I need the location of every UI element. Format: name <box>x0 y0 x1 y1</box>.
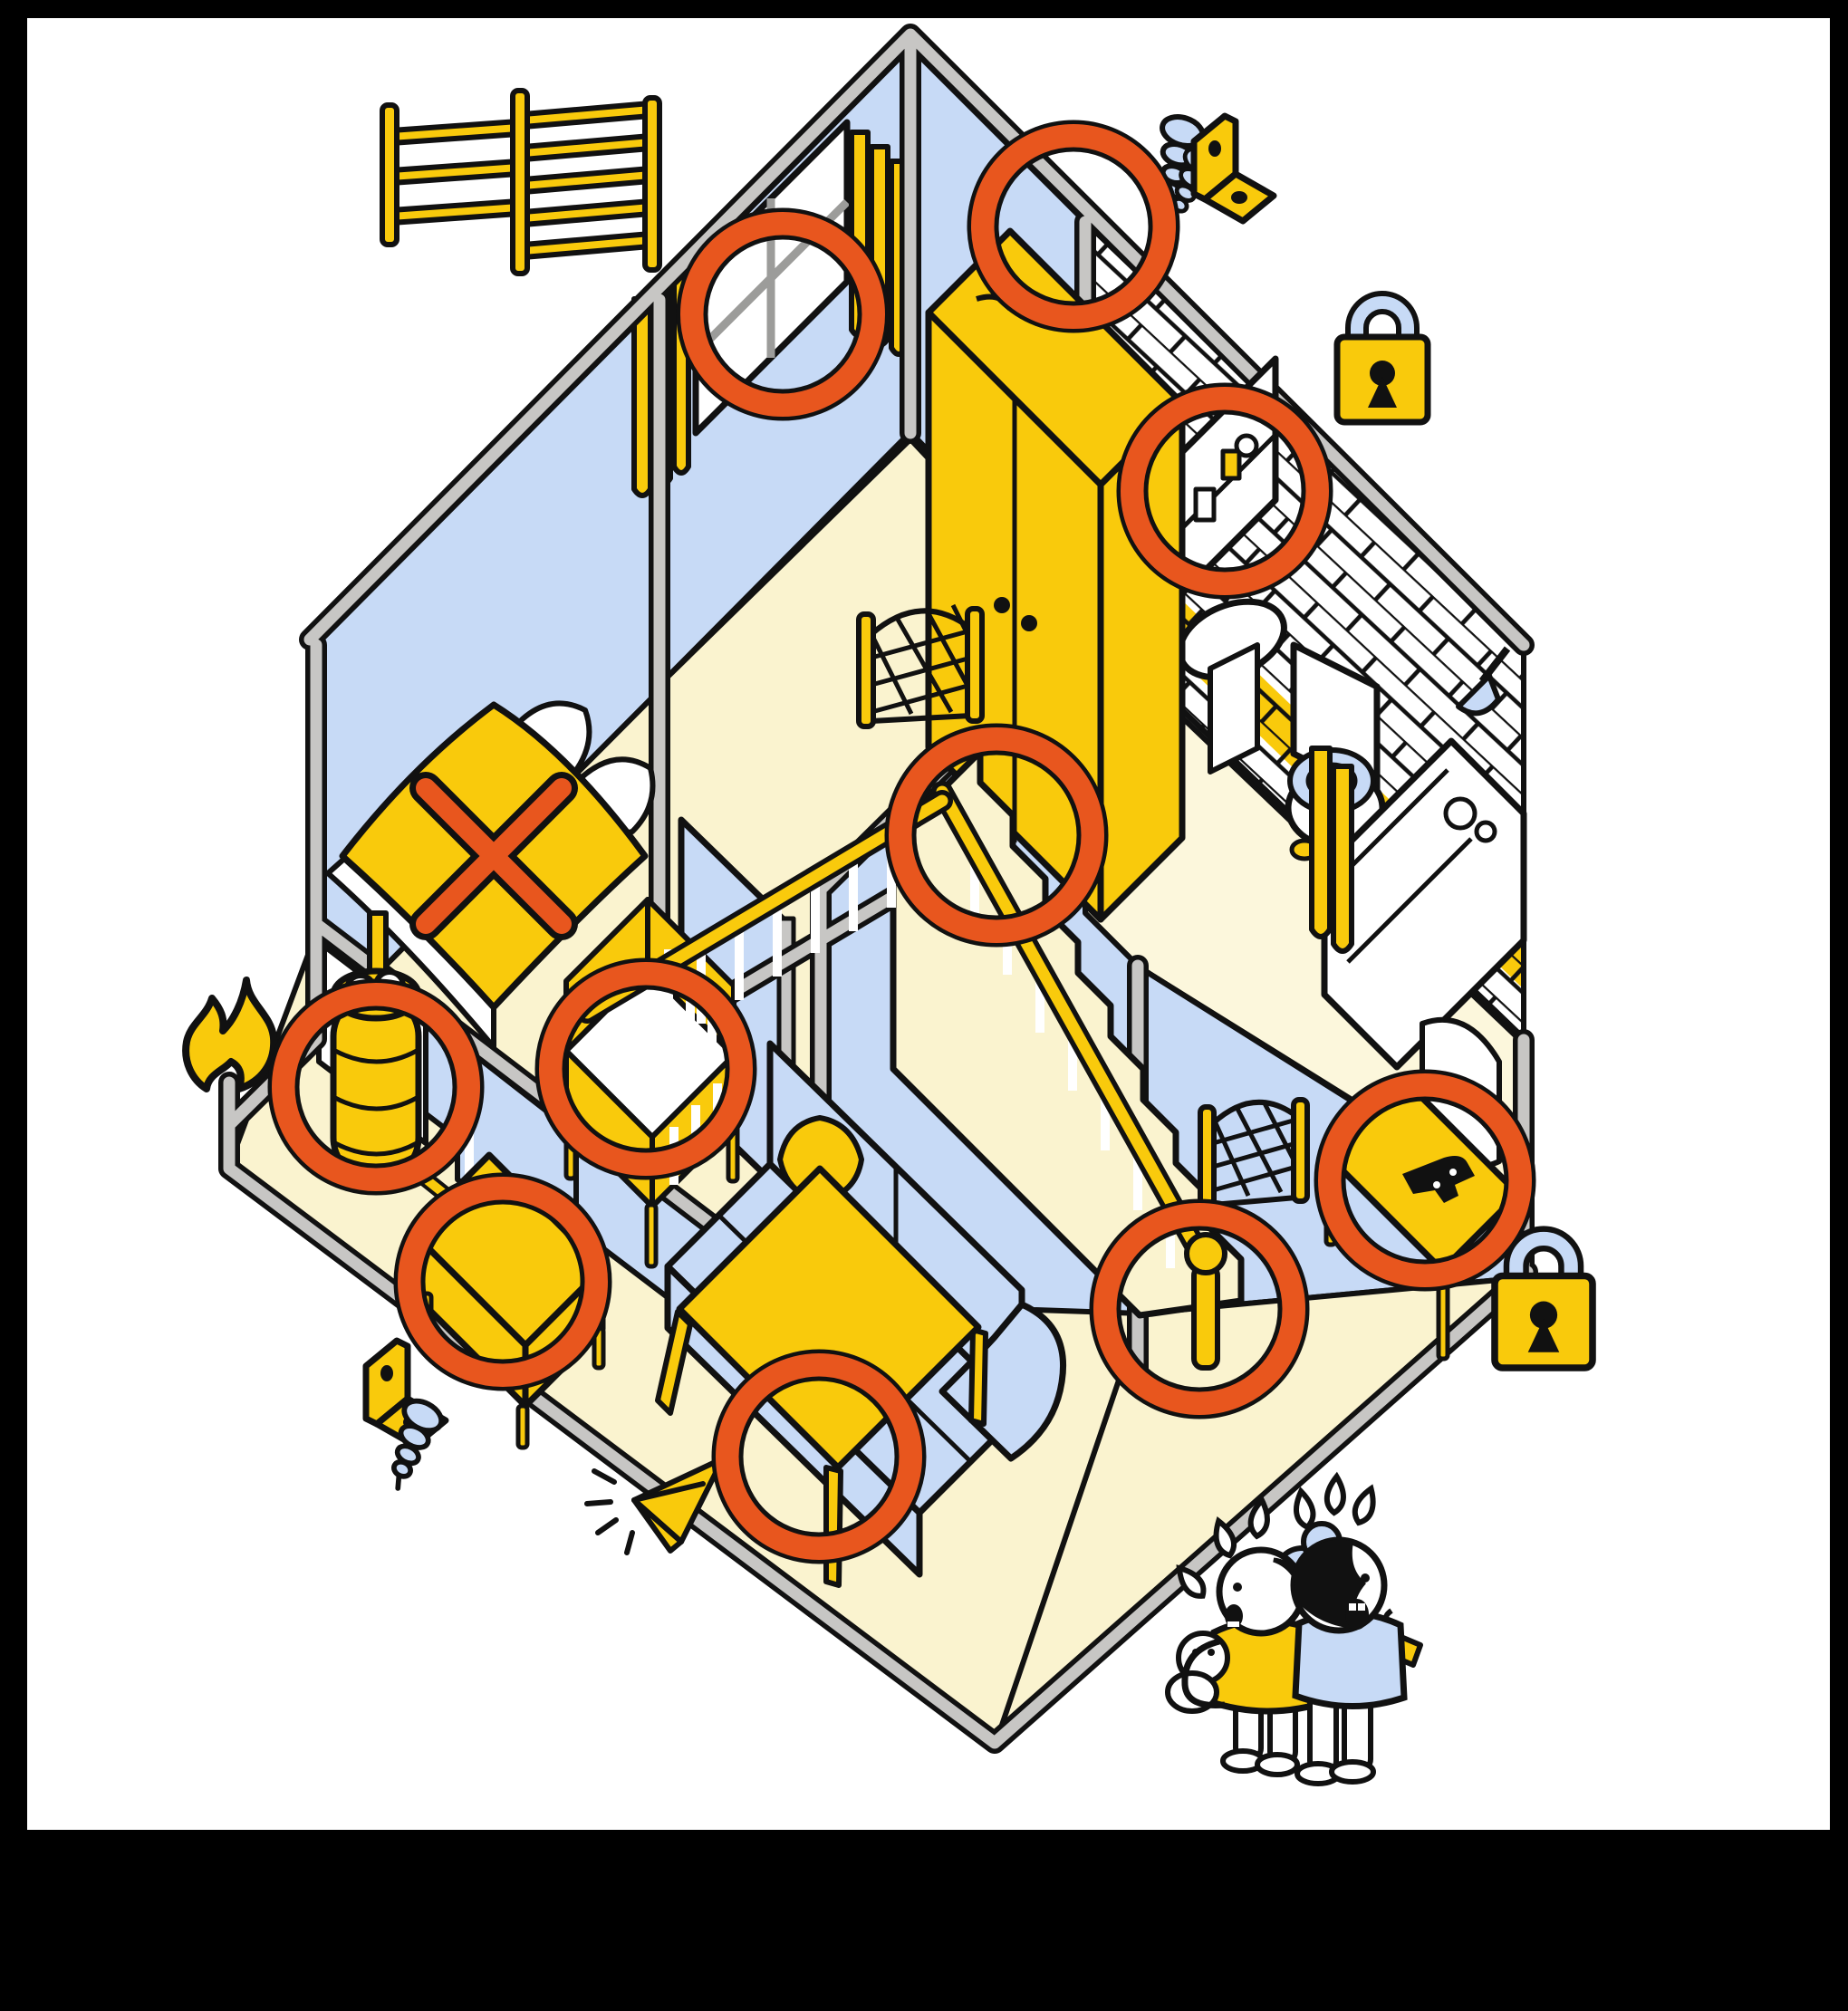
father <box>1290 1536 1423 1786</box>
father-mouth <box>1345 1599 1369 1630</box>
hazard-circles <box>267 120 1536 1564</box>
hazard-circle-coffee-table-corner <box>711 1349 927 1564</box>
medicine-bottle <box>1193 486 1217 523</box>
gate-post <box>1291 1097 1310 1204</box>
gate-mesh <box>869 603 974 716</box>
handgun <box>1402 1156 1475 1203</box>
shower <box>1456 646 1511 717</box>
stair-handrail <box>936 785 1213 1273</box>
pedestal-sink <box>1177 588 1287 775</box>
wardrobe-knob <box>994 597 1010 613</box>
bathtub <box>1321 737 1527 1071</box>
blanket-x-mark <box>409 772 578 940</box>
bathroom <box>1167 355 1527 1071</box>
hazard-circle-tv-console <box>393 1172 612 1391</box>
shower-curtain <box>1309 746 1354 954</box>
gate-post <box>1198 1104 1217 1211</box>
medicine-jar <box>1234 433 1259 458</box>
hazard-circle-space-heater <box>267 978 485 1196</box>
father-eye <box>1361 1573 1370 1583</box>
hazard-circle-stairs-top <box>884 723 1109 948</box>
baby-gate-upstairs <box>856 603 985 729</box>
staircase <box>576 748 1245 1371</box>
gate-post <box>965 606 985 724</box>
hazard-circle-gun-on-table <box>1314 1069 1536 1292</box>
hazard-circle-open-window <box>676 207 890 421</box>
hazard-circle-wardrobe-tip-over <box>967 120 1180 333</box>
mother-arm <box>1181 1638 1226 1709</box>
baby-gate-downstairs <box>1198 1097 1310 1211</box>
newel-post <box>1184 1232 1227 1371</box>
wardrobe-knob <box>1021 615 1037 631</box>
alarmed-parents <box>1165 1476 1423 1786</box>
gate-post <box>856 611 876 729</box>
medicine-bottle <box>1220 448 1242 481</box>
mother-eye <box>1233 1583 1242 1592</box>
soap-bubble <box>1474 820 1497 843</box>
hazard-circle-crib <box>534 957 757 1180</box>
shower-head <box>1456 673 1501 717</box>
hazard-circle-medicine-cabinet <box>1116 382 1333 600</box>
bed <box>325 700 656 1050</box>
hazard-circle-stairs-bottom <box>1089 1198 1310 1419</box>
radiator-body <box>330 991 422 1183</box>
soap-bubble <box>1443 796 1477 831</box>
radiator-sections <box>333 1048 419 1157</box>
gate-mesh <box>1212 1102 1299 1198</box>
